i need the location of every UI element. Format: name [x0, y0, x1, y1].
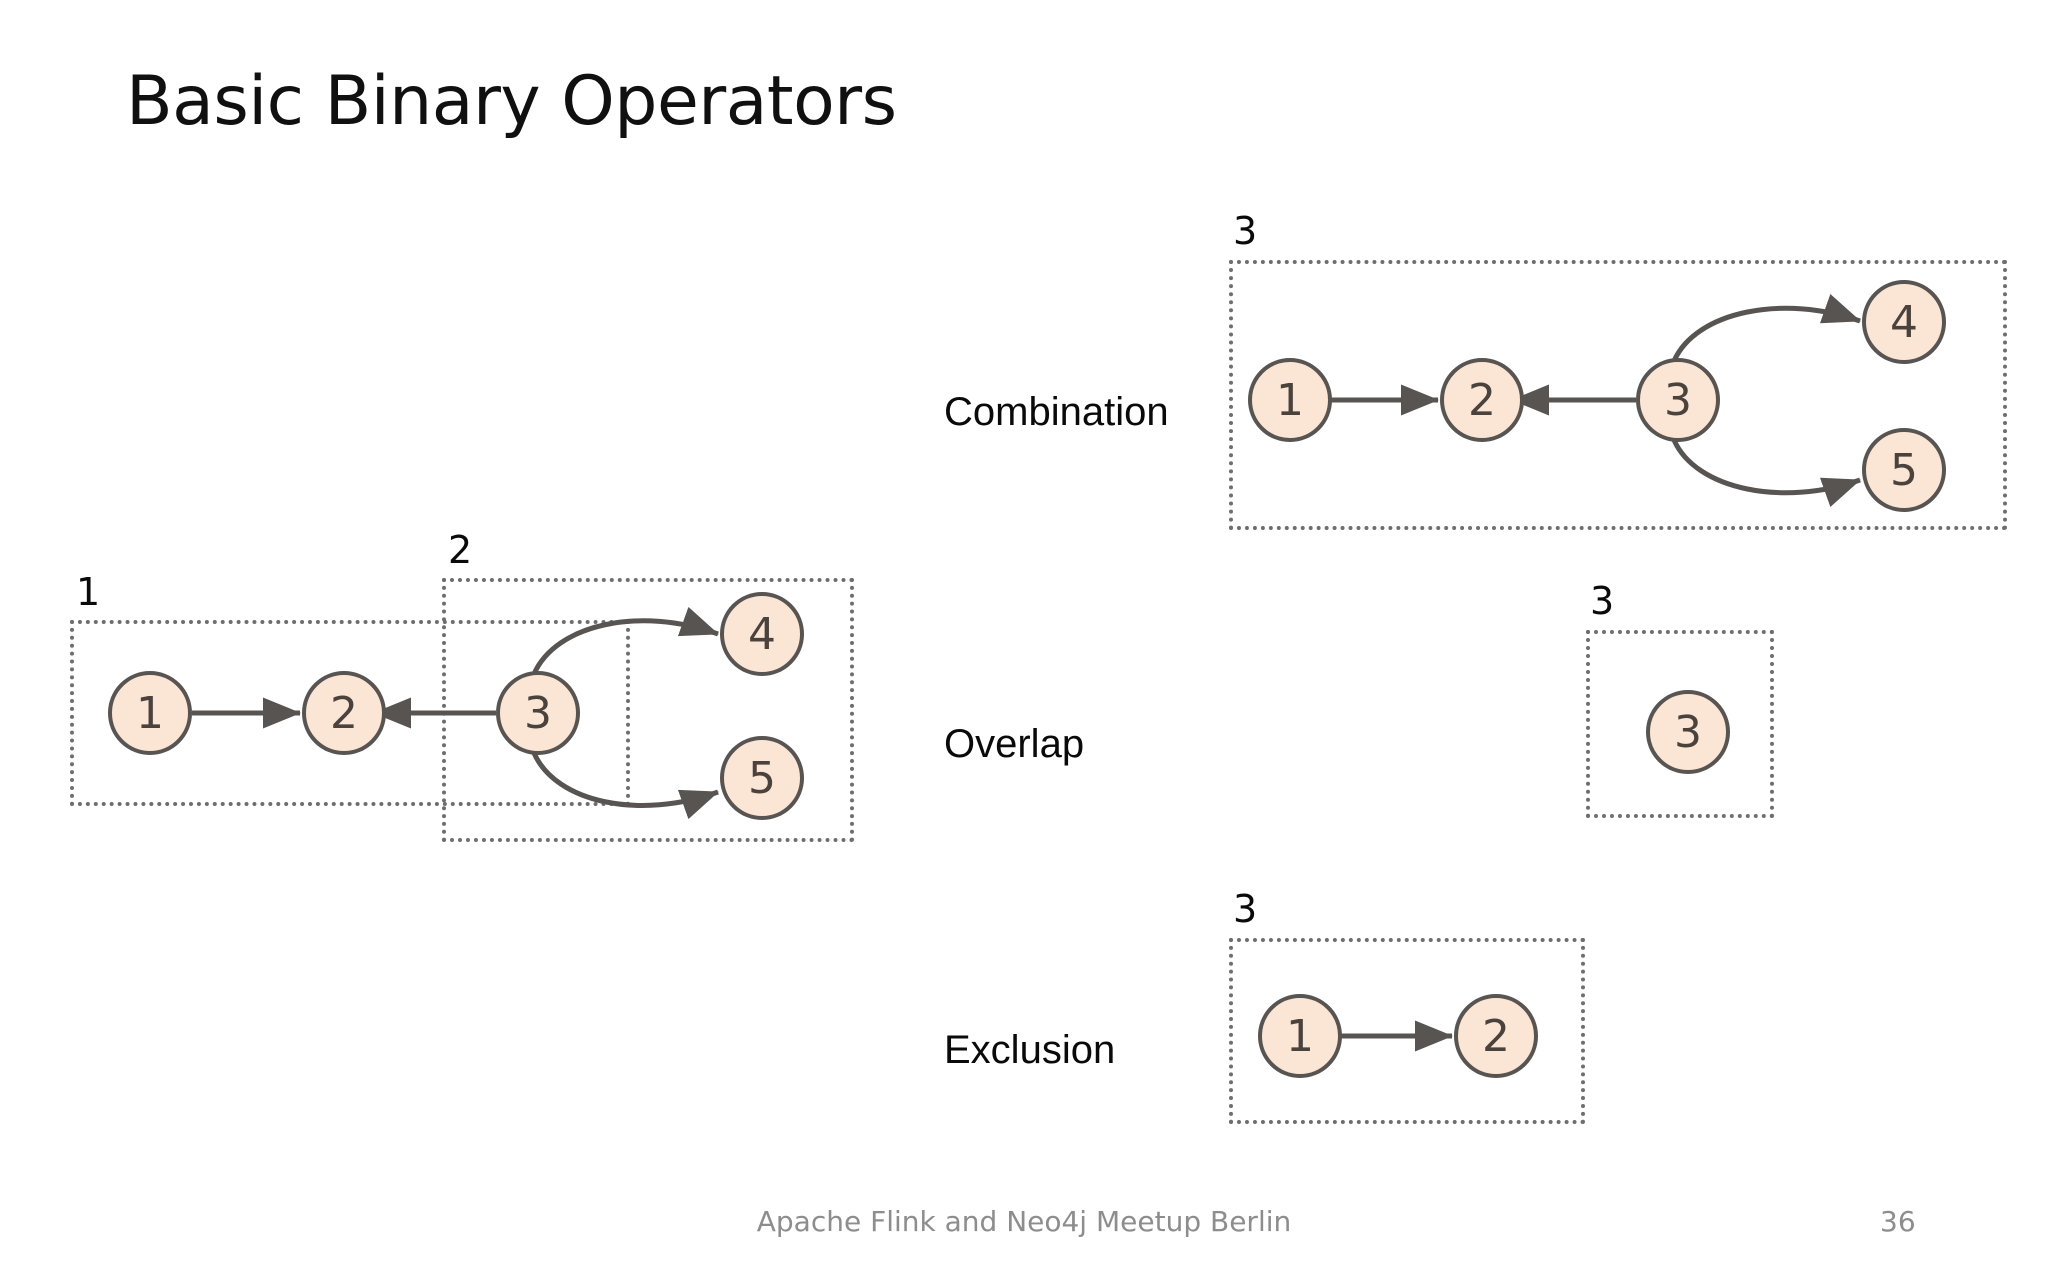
node-combination-2[interactable]: 2	[1440, 358, 1524, 442]
node-left-5[interactable]: 5	[720, 736, 804, 820]
group-tag-combination: 3	[1233, 209, 1258, 253]
node-combination-4[interactable]: 4	[1862, 280, 1946, 364]
operator-label-exclusion: Exclusion	[944, 1028, 1116, 1072]
group-box-overlap	[1586, 630, 1774, 818]
group-tag-left-2: 2	[448, 528, 473, 572]
node-combination-3[interactable]: 3	[1636, 358, 1720, 442]
group-box-left-1	[70, 620, 630, 806]
page-title: Basic Binary Operators	[126, 62, 897, 141]
node-combination-1[interactable]: 1	[1248, 358, 1332, 442]
node-exclusion-2[interactable]: 2	[1454, 994, 1538, 1078]
node-left-4[interactable]: 4	[720, 592, 804, 676]
node-left-2[interactable]: 2	[302, 671, 386, 755]
footer-event-name: Apache Flink and Neo4j Meetup Berlin	[756, 1205, 1292, 1238]
group-box-combination	[1229, 260, 2007, 530]
group-box-exclusion	[1229, 938, 1585, 1124]
node-left-1[interactable]: 1	[108, 671, 192, 755]
footer-page-number: 36	[1880, 1205, 1916, 1238]
node-overlap-3[interactable]: 3	[1646, 690, 1730, 774]
operator-label-combination: Combination	[944, 390, 1169, 434]
node-left-3[interactable]: 3	[496, 671, 580, 755]
operator-label-overlap: Overlap	[944, 722, 1085, 766]
group-tag-left-1: 1	[76, 570, 101, 614]
group-tag-overlap: 3	[1590, 579, 1615, 623]
group-tag-exclusion: 3	[1233, 887, 1258, 931]
node-combination-5[interactable]: 5	[1862, 428, 1946, 512]
node-exclusion-1[interactable]: 1	[1258, 994, 1342, 1078]
group-box-left-2	[442, 578, 854, 842]
